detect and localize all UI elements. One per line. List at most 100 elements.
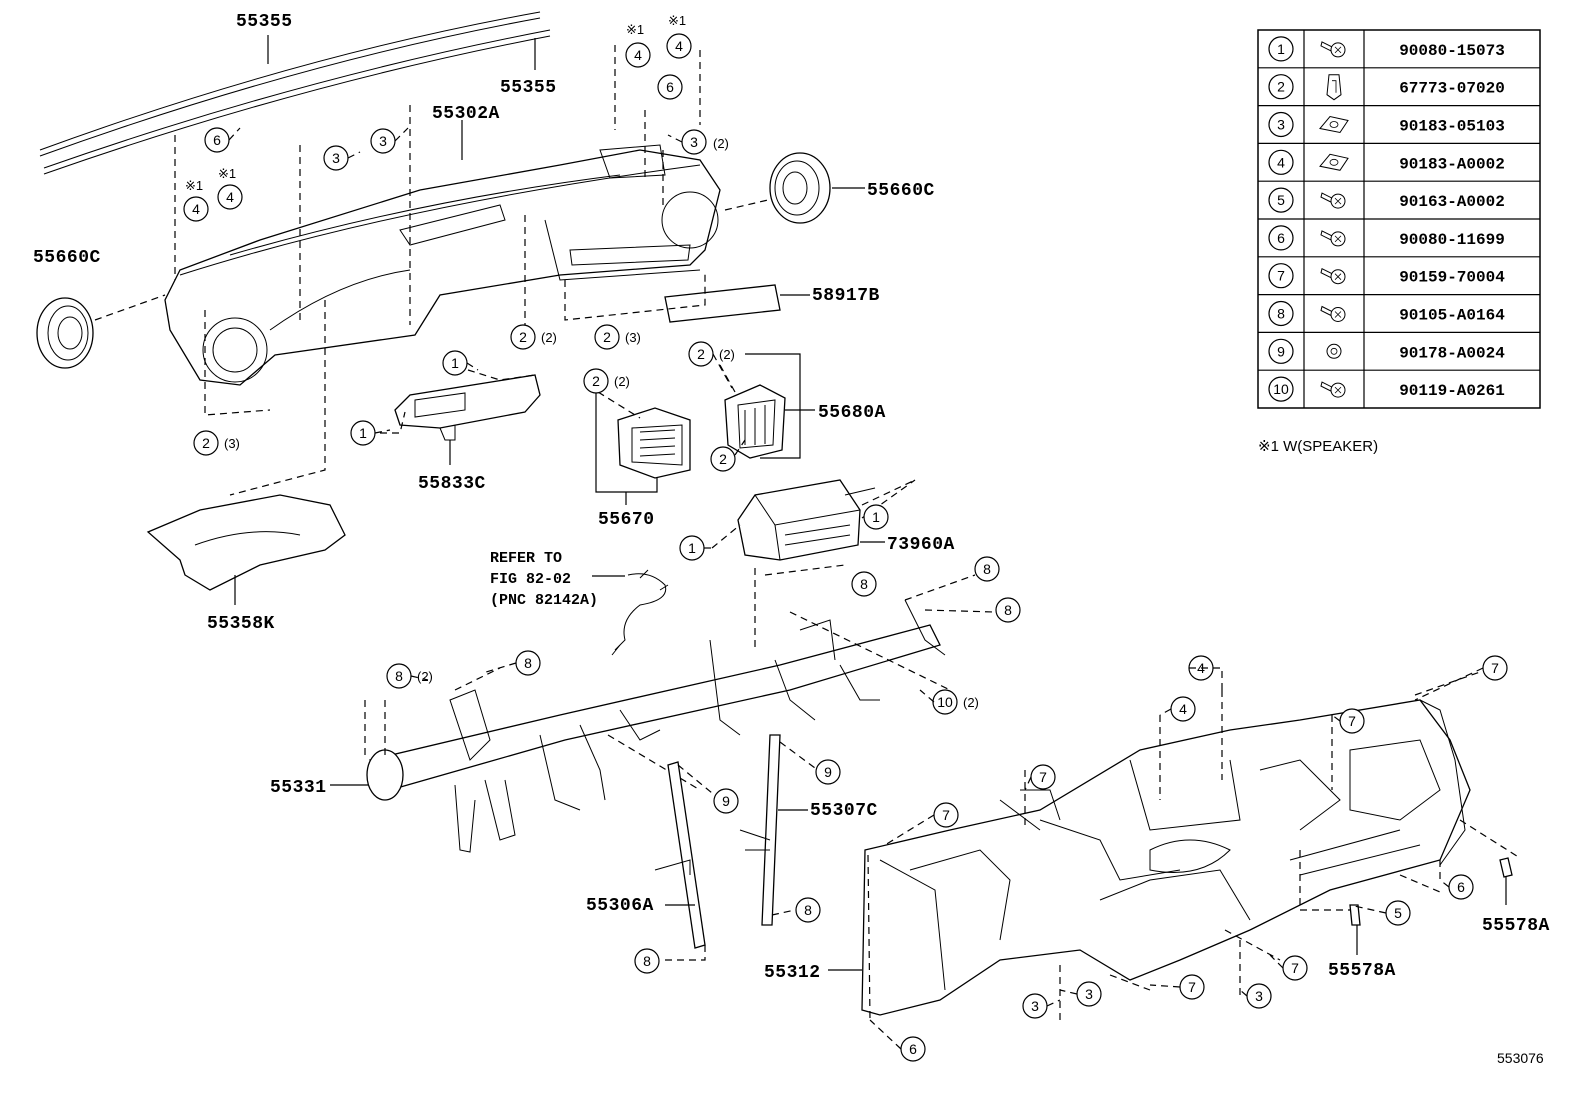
screw-icon [1320,267,1346,285]
svg-text:3: 3 [690,134,698,150]
bolt-icon [1320,41,1346,58]
svg-text:7: 7 [1291,960,1299,976]
callout-3: 3 [1076,981,1102,1007]
row-number: 3 [1277,117,1285,133]
svg-text:2: 2 [697,346,705,362]
row-number-circle [1268,74,1294,100]
row-part-number: 90178-A0024 [1399,344,1505,362]
callout-8: 8 [515,650,541,676]
svg-text:8: 8 [524,655,532,671]
qty-label: (3) [224,436,240,451]
callout-1: 1 [350,420,376,446]
row-number: 8 [1277,306,1285,322]
callout-2: 2 [710,446,736,472]
label-55355-upper: 55355 [236,12,293,32]
callout-1: 1 [442,350,468,376]
table-row: 10 90119-A0261 [1268,376,1505,402]
panel-55833C [394,374,541,441]
callout-8: 8 [634,948,660,974]
callout-1: 1 [679,535,705,561]
svg-text:9: 9 [824,764,832,780]
label-55306A: 55306A [586,896,654,916]
pad-58917B [664,284,781,323]
insulator-55358K [146,494,346,591]
svg-text:6: 6 [909,1041,917,1057]
figure-number: 553076 [1497,1050,1544,1066]
svg-text:2: 2 [202,435,210,451]
row-number-circle [1268,263,1294,289]
qty-label: (2) [963,695,979,710]
row-number-circle [1268,300,1294,327]
callout-7: 7 [1482,655,1508,681]
reinforcement-55331 [366,599,946,853]
label-55312: 55312 [764,963,821,983]
label-55670: 55670 [598,510,655,530]
row-part-number: 90159-70004 [1399,269,1505,287]
nut-clip-icon [1319,153,1349,171]
svg-text:3: 3 [379,133,387,149]
row-part-number: 90163-A0002 [1399,193,1505,211]
svg-text:9: 9 [722,793,730,809]
lower-panel-55312 [861,699,1471,1016]
callout-3: 3 [681,129,707,155]
asterisk-mark: ※1 [185,178,203,193]
svg-text:8: 8 [804,902,812,918]
row-number: 10 [1273,381,1289,397]
callout-9: 9 [815,759,841,785]
callout-1: 1 [863,504,889,530]
qty-label: (2) [713,136,729,151]
svg-text:4: 4 [634,47,642,63]
svg-text:4: 4 [675,38,683,54]
svg-text:10: 10 [937,694,953,710]
svg-text:5: 5 [1394,905,1402,921]
row-number-circle [1268,111,1294,138]
callout-4: 4 [183,196,209,222]
qty-label: (3) [625,330,641,345]
svg-text:7: 7 [1188,979,1196,995]
callout-9: 9 [713,788,739,814]
callout-5: 5 [1385,900,1411,926]
label-73960A: 73960A [887,535,955,555]
callout-2: 2 [688,341,714,367]
row-part-number: 90119-A0261 [1399,382,1505,400]
callout-7: 7 [1339,708,1365,734]
label-55660C-left: 55660C [33,248,101,268]
instrument-panel-upper-55302A [164,144,721,386]
label-55833C: 55833C [418,474,486,494]
label-55680A: 55680A [818,403,886,423]
row-part-number: 90105-A0164 [1399,307,1505,325]
callout-8: 8 [851,571,877,597]
callout-8: 8 [995,597,1021,623]
label-55302A: 55302A [432,104,500,124]
callout-7: 7 [933,802,959,828]
callout-2: 2 [193,430,219,456]
svg-text:4: 4 [1179,701,1187,717]
row-part-number: 90183-A0002 [1399,155,1505,173]
screw-icon [1320,192,1346,209]
qty-label: (2) [417,669,433,684]
row-number-circle [1268,225,1294,251]
svg-text:7: 7 [1491,660,1499,676]
svg-text:2: 2 [719,451,727,467]
callout-7: 7 [1179,974,1205,1000]
label-55578A-right: 55578A [1482,916,1550,936]
qty-label: (2) [719,347,735,362]
callout-4: 4 [1170,696,1196,722]
clip-icon [1326,74,1342,101]
callout-4: 4 [625,42,651,68]
row-number-circle [1268,338,1294,364]
side-register-55660C-right [769,152,831,224]
svg-text:6: 6 [1457,879,1465,895]
svg-text:1: 1 [451,355,459,371]
callout-6: 6 [657,74,683,100]
asterisk-mark: ※1 [668,13,686,28]
callout-4: 4 [666,33,692,59]
label-55660C-right: 55660C [867,181,935,201]
brace-55307C [739,734,781,926]
callout-3: 3 [323,145,349,171]
table-row: 8 90105-A0164 [1268,300,1505,327]
